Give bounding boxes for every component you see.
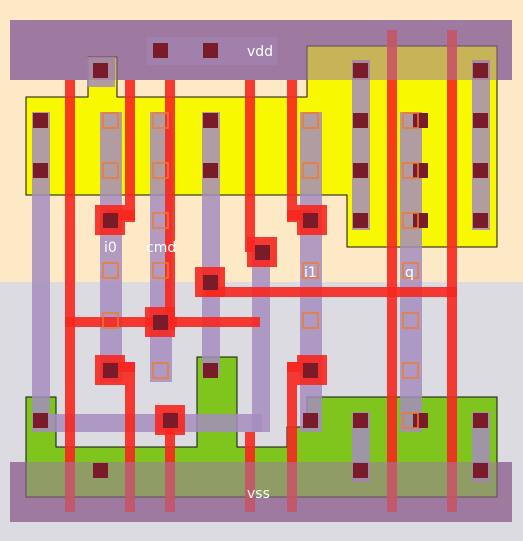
contact [103,363,118,378]
contact [203,113,218,128]
contact [93,63,108,78]
via-marker [152,162,169,179]
via-marker [402,212,419,229]
label-i1: i1 [304,265,317,281]
contact [203,275,218,290]
contact [33,413,48,428]
metal1-left-vertical [32,112,50,424]
contact [153,315,168,330]
poly-gate-5-lower [287,362,297,512]
via-marker [302,112,319,129]
poly-gate-1 [65,80,75,512]
contact [203,43,218,58]
contact [473,213,488,228]
via-marker [102,262,119,279]
contact [353,113,368,128]
via-marker [402,162,419,179]
poly-layer [65,30,457,512]
via-marker [102,112,119,129]
contact [103,213,118,228]
contact [303,213,318,228]
contact [203,363,218,378]
contacts-layer [33,43,488,478]
via-marker [302,162,319,179]
contact [33,163,48,178]
metal1-vdd-drop-2 [472,60,490,230]
poly-gate-3 [165,80,175,330]
contact [153,43,168,58]
contact [163,413,178,428]
metal1-vdd-drop-1 [352,60,370,230]
contact [353,163,368,178]
via-marker [152,262,169,279]
via-marker [152,212,169,229]
via-marker [102,312,119,329]
contact [353,213,368,228]
poly-bar-mid [150,317,260,327]
metal1-i1-net [300,112,322,432]
label-vdd: vdd [247,44,273,60]
contact [413,413,428,428]
labels-layer: vdd i0 cmd i1 q vss [104,44,414,502]
poly-gate-4 [245,80,255,252]
contact [33,113,48,128]
metal1-i0-net [100,112,122,382]
contact [353,413,368,428]
via-marker [152,362,169,379]
via-marker [102,162,119,179]
metal1-q-net [400,112,422,432]
contact [353,463,368,478]
label-q: q [405,265,414,281]
label-i0: i0 [104,240,117,256]
contact [473,113,488,128]
via-marker [152,112,169,129]
contact [303,363,318,378]
via-marker [402,112,419,129]
poly-gate-6 [387,30,397,512]
poly-gate-5 [287,80,297,222]
poly-bar-q [205,287,457,297]
via-marker [402,362,419,379]
contact [473,163,488,178]
contact [413,113,428,128]
contact [413,213,428,228]
contact [353,63,368,78]
via-marker [402,262,419,279]
label-vss: vss [247,486,270,502]
contact [255,245,270,260]
contact [413,163,428,178]
via-marker [402,312,419,329]
contact [93,463,108,478]
via-marker [402,412,419,429]
label-cmd: cmd [146,240,176,256]
contact [473,413,488,428]
contact [473,63,488,78]
poly-gate-7 [447,30,457,512]
poly-gate-2-lower [125,362,135,512]
via-marker [302,262,319,279]
poly-bar-cmd [65,317,177,327]
poly-gate-2-upper [125,80,135,222]
via-marker [302,312,319,329]
contact [303,413,318,428]
via-markers-layer [102,112,419,429]
metal1-right-hook [252,250,270,432]
contact [473,463,488,478]
contact [203,163,218,178]
metal1-mid-vertical [202,112,220,374]
metal1-left-horizontal [32,414,262,432]
